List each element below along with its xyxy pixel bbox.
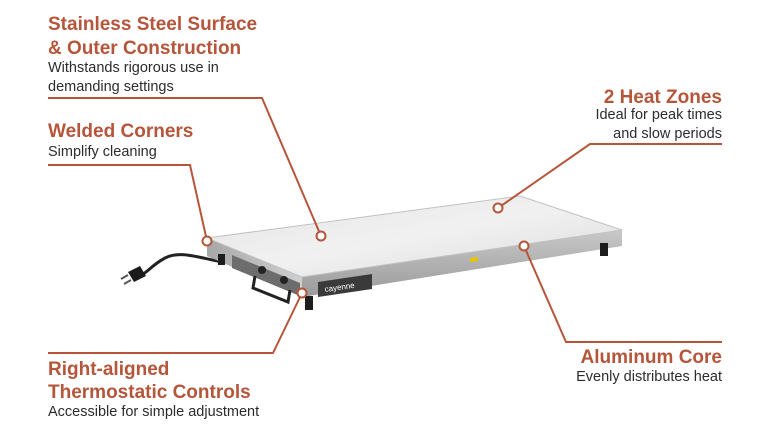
brand-badge xyxy=(318,274,372,297)
heat-zones-desc-line1: Ideal for peak times xyxy=(595,107,722,123)
control-handle xyxy=(251,275,292,305)
foot-back-left xyxy=(218,254,225,265)
thermostat-knob-1 xyxy=(258,266,266,274)
warmer-top-surface xyxy=(205,195,623,278)
callout-dot-thermostatic xyxy=(296,287,308,299)
callout-dot-welded xyxy=(201,235,213,247)
callout-dot-stainless xyxy=(315,230,327,242)
thermostatic-title-line2: Thermostatic Controls xyxy=(48,382,251,403)
warning-label xyxy=(470,257,478,262)
callout-line-thermostatic xyxy=(48,292,303,354)
callout-line-stainless xyxy=(48,97,322,237)
aluminum-desc: Evenly distributes heat xyxy=(576,369,722,385)
thermostat-knob-2 xyxy=(280,276,288,284)
thermostatic-desc: Accessible for simple adjustment xyxy=(48,404,260,420)
stainless-title-line2: & Outer Construction xyxy=(48,38,242,59)
foot-front-left xyxy=(305,296,313,310)
aluminum-title: Aluminum Core xyxy=(580,347,722,368)
power-plug xyxy=(128,266,146,282)
callout-line-heat-zones xyxy=(497,143,722,209)
welded-title: Welded Corners xyxy=(48,121,194,142)
callout-line-aluminum xyxy=(523,245,722,343)
stainless-desc-line1: Withstands rigorous use in xyxy=(48,60,219,76)
brand-label: cayenne xyxy=(324,281,356,294)
heat-zones-title: 2 Heat Zones xyxy=(603,87,722,108)
stainless-desc-line2: demanding settings xyxy=(48,79,174,95)
foot-front-right xyxy=(600,243,608,256)
callout-line-welded xyxy=(48,164,208,242)
thermostatic-title-line1: Right-aligned xyxy=(48,359,170,380)
callout-dot-heat-zones xyxy=(492,202,504,214)
callout-dot-aluminum xyxy=(518,240,530,252)
welded-desc: Simplify cleaning xyxy=(48,144,157,160)
control-panel xyxy=(232,255,300,296)
stainless-title-line1: Stainless Steel Surface xyxy=(48,14,258,35)
power-cord xyxy=(139,253,223,278)
heat-zones-desc-line2: and slow periods xyxy=(613,126,722,142)
warmer-front-face xyxy=(302,230,622,297)
